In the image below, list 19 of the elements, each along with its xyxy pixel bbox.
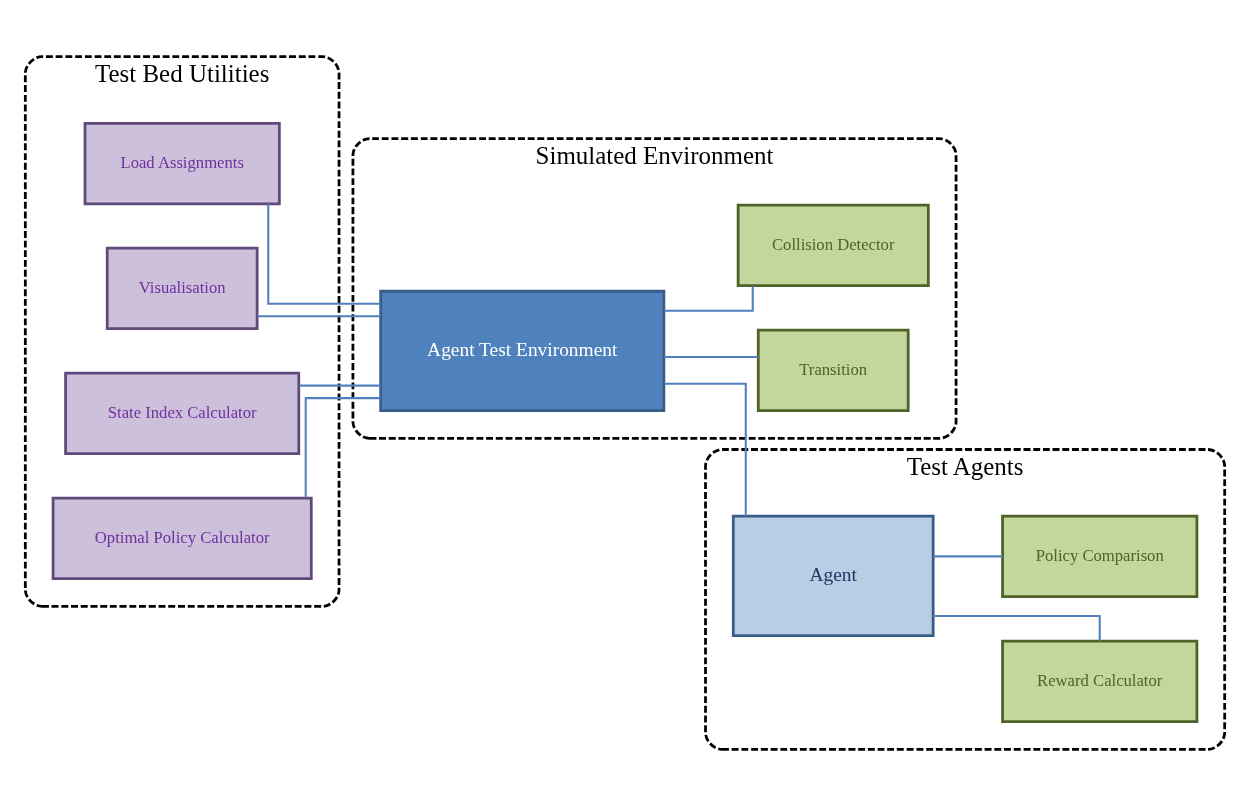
connector <box>304 396 381 498</box>
node-box: State Index Calculator <box>64 371 301 455</box>
connector <box>664 285 754 312</box>
connector <box>257 314 381 317</box>
node-box: Agent Test Environment <box>379 289 666 412</box>
node-box: Collision Detector <box>736 203 930 287</box>
node-box: Policy Comparison <box>1001 514 1199 598</box>
connector <box>933 614 1101 641</box>
node-box: Reward Calculator <box>1001 639 1199 723</box>
connector <box>664 355 758 358</box>
node-box: Transition <box>756 328 910 412</box>
connector <box>933 554 1003 557</box>
connector <box>299 384 381 387</box>
node-box: Load Assignments <box>83 121 281 205</box>
connector <box>664 382 747 516</box>
connector <box>267 203 381 305</box>
node-box: Optimal Policy Calculator <box>51 496 313 580</box>
node-box: Agent <box>731 514 935 637</box>
node-box: Visualisation <box>105 246 259 330</box>
